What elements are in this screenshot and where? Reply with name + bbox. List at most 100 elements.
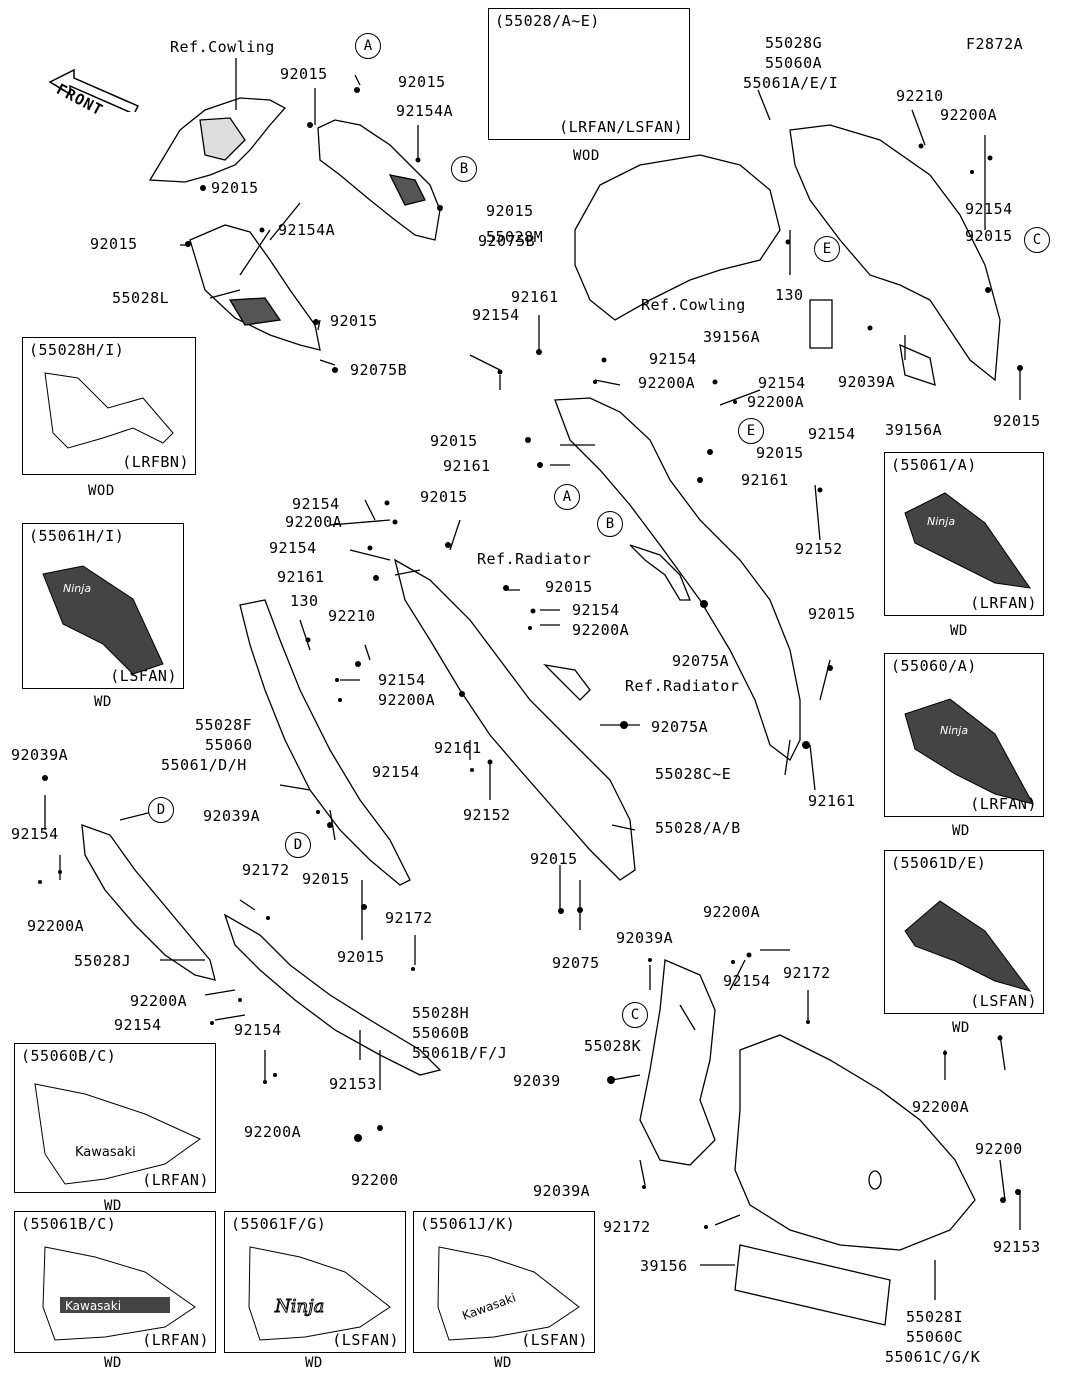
part-label: 55028J <box>74 952 132 970</box>
part-label: 39156A <box>703 328 761 346</box>
part-label: 92200A <box>912 1098 970 1116</box>
inset-variant: (LSFAN) <box>970 992 1037 1010</box>
part-label: 55060B <box>412 1024 470 1042</box>
part-label: 92154 <box>11 825 59 843</box>
part-label: 55061A/E/I <box>743 74 839 92</box>
part-label: 92154A <box>278 221 336 239</box>
callout-b: B <box>451 156 477 182</box>
part-label: 92075A <box>672 652 730 670</box>
part-label: 92161 <box>741 471 789 489</box>
inset-box-55061-a: (55061/A) (LRFAN) Ninja <box>884 452 1044 616</box>
inset-variant: (LSFAN) <box>110 667 177 685</box>
callout-b: B <box>597 511 623 537</box>
inset-box-55061h-i: (55061H/I) (LSFAN) Ninja <box>22 523 184 689</box>
inset-variant: (LRFAN) <box>142 1331 209 1349</box>
svg-text:Kawasaki: Kawasaki <box>65 1299 121 1313</box>
part-label: 92161 <box>511 288 559 306</box>
part-label: 55028H <box>412 1004 470 1022</box>
part-label: 55028M <box>486 228 544 246</box>
part-label: 55028F <box>195 716 253 734</box>
inset-variant: (LRFAN) <box>142 1171 209 1189</box>
part-label: 55028K <box>584 1037 642 1055</box>
lower-left-panel <box>81 824 216 981</box>
part-label: 55061C/G/K <box>885 1348 981 1366</box>
part-label: 92154 <box>758 374 806 392</box>
inset-box-55028h-i: (55028H/I) (LRFBN) <box>22 337 196 475</box>
part-label: 39156A <box>885 421 943 439</box>
part-label: Ref.Radiator <box>625 677 740 695</box>
part-label: 92161 <box>443 457 491 475</box>
inset-box-55060b-c: (55060B/C) (LRFAN) Kawasaki <box>14 1043 216 1193</box>
part-label: 92154A <box>396 102 454 120</box>
part-label: 92154 <box>965 200 1013 218</box>
inset-caption: WD <box>952 1020 970 1036</box>
part-label: 92153 <box>993 1238 1041 1256</box>
part-label: 92161 <box>434 739 482 757</box>
part-label: 55060C <box>906 1328 964 1346</box>
part-label: 92015 <box>545 578 593 596</box>
inset-caption: WD <box>104 1198 122 1214</box>
inset-title: (55028/A~E) <box>495 12 600 30</box>
part-label: 55028C~E <box>655 765 732 783</box>
part-label: 92172 <box>783 964 831 982</box>
part-label: 92200A <box>244 1123 302 1141</box>
part-label: 92154 <box>292 495 340 513</box>
inset-title: (55061/A) <box>891 456 977 474</box>
part-label: 92039A <box>11 746 69 764</box>
part-label: 92015 <box>430 432 478 450</box>
inset-caption: WD <box>104 1355 122 1371</box>
part-label: 92200A <box>638 374 696 392</box>
inset-title: (55060/A) <box>891 657 977 675</box>
part-thumbnail: Kawasaki <box>437 1246 580 1341</box>
part-label: 92015 <box>756 444 804 462</box>
part-label: 92015 <box>211 179 259 197</box>
part-label: 55028G <box>765 34 823 52</box>
part-label: 92200 <box>351 1171 399 1189</box>
inset-variant: (LRFAN/LSFAN) <box>559 118 683 136</box>
part-label: 92015 <box>90 235 138 253</box>
part-label: 92039A <box>838 373 896 391</box>
part-label: 92200A <box>572 621 630 639</box>
part-thumbnail: Ninja <box>248 1246 391 1341</box>
inset-box-55061j-k: (55061J/K) (LSFAN) Kawasaki <box>413 1211 595 1353</box>
inset-variant: (LSFAN) <box>521 1331 588 1349</box>
arrow-icon <box>48 68 140 112</box>
part-label: 92039A <box>533 1182 591 1200</box>
part-thumbnail <box>44 372 174 449</box>
part-label: 92015 <box>330 312 378 330</box>
part-label: 55028L <box>112 289 170 307</box>
part-label: 92075A <box>651 718 709 736</box>
svg-text:Ninja: Ninja <box>940 724 968 737</box>
part-label: 92200A <box>130 992 188 1010</box>
part-label: 92161 <box>808 792 856 810</box>
part-label: 92015 <box>280 65 328 83</box>
part-label: 92154 <box>572 601 620 619</box>
svg-text:Kawasaki: Kawasaki <box>75 1145 136 1160</box>
inset-caption: WD <box>94 694 112 710</box>
part-label: 55061/D/H <box>161 756 247 774</box>
callout-d: D <box>285 832 311 858</box>
part-label: 130 <box>775 286 804 304</box>
left-side-fairing <box>393 558 636 881</box>
part-thumbnail: Kawasaki <box>42 1246 196 1341</box>
part-label: Ref.Radiator <box>477 550 592 568</box>
callout-e: E <box>738 418 764 444</box>
inset-title: (55061F/G) <box>231 1215 327 1233</box>
part-label: 55028/A/B <box>655 819 741 837</box>
part-label: 92200A <box>940 106 998 124</box>
figure-code: F2872A <box>966 35 1024 53</box>
inset-variant: (LSFAN) <box>332 1331 399 1349</box>
part-label: 92154 <box>114 1016 162 1034</box>
part-label: 92075B <box>478 232 536 250</box>
part-label: 92154 <box>372 763 420 781</box>
inset-caption: WOD <box>88 483 115 499</box>
part-label: 92154 <box>808 425 856 443</box>
inset-title: (55028H/I) <box>29 341 125 359</box>
inset-title: (55061D/E) <box>891 854 987 872</box>
inset-box-55061b-c: (55061B/C) (LRFAN) Kawasaki <box>14 1211 216 1353</box>
part-thumbnail: Ninja <box>904 492 1032 589</box>
part-label: 92200A <box>703 903 761 921</box>
callout-e: E <box>814 236 840 262</box>
part-label: 92015 <box>337 948 385 966</box>
